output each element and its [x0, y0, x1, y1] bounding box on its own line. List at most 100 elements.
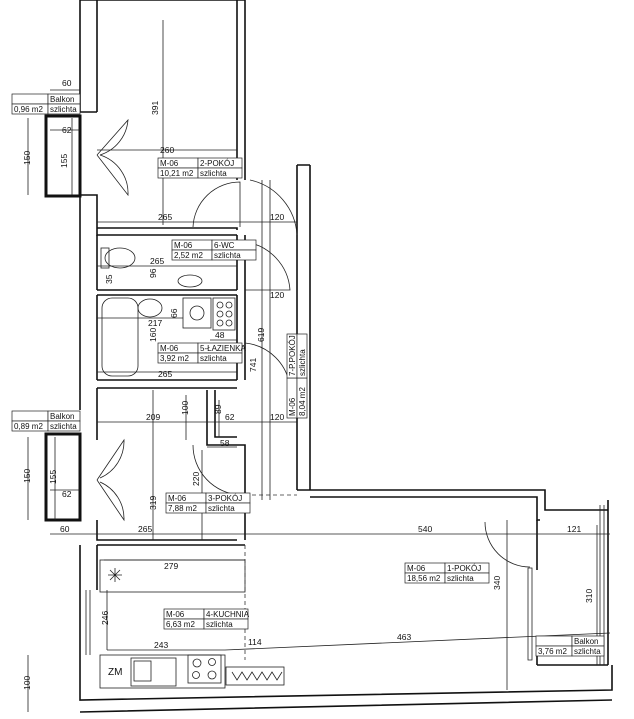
- dimension-label: 391: [150, 101, 160, 115]
- dimension-label: 463: [397, 632, 411, 642]
- room-label-code: M-06: [168, 494, 187, 503]
- room-label: M-06 5-ŁAZIENKA 3,92 m2 szlichta: [157, 342, 246, 364]
- doors: [96, 118, 531, 568]
- dimension-label: 741: [248, 358, 258, 372]
- dimension-label: 62: [62, 125, 72, 135]
- room-label-name: 6-WC: [214, 241, 235, 250]
- fixtures: [85, 247, 297, 689]
- room-label-code: M-06: [160, 344, 179, 353]
- room-label-area: 8,04 m2: [298, 387, 307, 416]
- washbasin-icon: [137, 298, 163, 318]
- cooktop-icon: [187, 654, 222, 684]
- room-label-area: 2,52 m2: [174, 251, 203, 260]
- room-label-name: 5-ŁAZIENKA: [200, 344, 246, 353]
- dimension-label: 260: [160, 145, 174, 155]
- dimension-label: 150: [22, 151, 32, 165]
- balcony-label-area: 0,89 m2: [14, 422, 43, 431]
- dimension-label: 310: [584, 589, 594, 603]
- dimension-label: 62: [62, 489, 72, 499]
- balcony-label-area: 3,76 m2: [538, 647, 567, 656]
- dimension-label: 540: [418, 524, 432, 534]
- boiler-icon: [182, 297, 212, 329]
- dimension-label: 96: [148, 268, 158, 278]
- dimension-label: 265: [158, 369, 172, 379]
- room-label-area: 7,88 m2: [168, 504, 197, 513]
- dimension-label: 265: [138, 524, 152, 534]
- electric-meter-label: ZM: [108, 667, 122, 678]
- room-label-finish: szlichta: [200, 169, 227, 178]
- room-label-name: 7-P.POKÓJ: [288, 335, 297, 376]
- dimension-label: 265: [158, 212, 172, 222]
- sink-icon: [177, 274, 203, 288]
- dimension-lines: [27, 20, 611, 712]
- room-label-name: 3-POKÓJ: [208, 494, 242, 503]
- balcony-label-name: Balkon: [574, 637, 598, 646]
- balcony-rail-1: [44, 114, 82, 198]
- room-label-code: M-06: [160, 159, 179, 168]
- room-label-finish: szlichta: [447, 574, 474, 583]
- room-label-name: 4-KUCHNIA: [206, 610, 250, 619]
- dimension-label: 217: [148, 318, 162, 328]
- kitchen-sink-icon: [130, 657, 177, 687]
- balcony-label-finish: szlichta: [50, 422, 77, 431]
- room-label-finish: szlichta: [298, 349, 307, 376]
- dimension-label: 60: [60, 524, 70, 534]
- balcony-label: Balkon 0,96 m2 szlichta: [11, 93, 81, 115]
- room-label-name: 2-POKÓJ: [200, 159, 234, 168]
- room-label-name: 1-POKÓJ: [447, 564, 481, 573]
- dimension-label: 48: [215, 330, 225, 340]
- balcony-rail-2: [44, 432, 82, 522]
- dimension-label: 619: [256, 328, 266, 342]
- dimension-label: 246: [100, 611, 110, 625]
- dimension-label: 100: [180, 401, 190, 415]
- balcony-label-area: 0,96 m2: [14, 105, 43, 114]
- toilet-icon: [104, 247, 136, 269]
- balcony-label-finish: szlichta: [50, 105, 77, 114]
- dimension-label: 265: [150, 256, 164, 266]
- dimension-label: 120: [270, 412, 284, 422]
- room-label-finish: szlichta: [206, 620, 233, 629]
- dimension-label: 209: [146, 412, 160, 422]
- dimension-label: 62: [225, 412, 235, 422]
- dimension-label: 220: [191, 472, 201, 486]
- balcony-label-name: Balkon: [50, 412, 74, 421]
- vent-icon: [108, 568, 122, 582]
- dimension-label: 319: [148, 496, 158, 510]
- room-label-area: 3,92 m2: [160, 354, 189, 363]
- room-label-area: 10,21 m2: [160, 169, 194, 178]
- room-label-finish: szlichta: [200, 354, 227, 363]
- stove-icon: [212, 297, 236, 331]
- room-label: M-06 1-POKÓJ 18,56 m2 szlichta: [404, 562, 490, 584]
- dimension-label: 120: [270, 290, 284, 300]
- room-label-code: M-06: [174, 241, 193, 250]
- dimension-label: 155: [59, 154, 69, 168]
- dimension-label: 155: [48, 470, 58, 484]
- bathtub-icon: [101, 297, 139, 377]
- dimension-label: 60: [62, 78, 72, 88]
- dimension-label: 114: [248, 637, 262, 647]
- room-label-area: 18,56 m2: [407, 574, 441, 583]
- balcony-label-name: Balkon: [50, 95, 74, 104]
- room-label: M-06 3-POKÓJ 7,88 m2 szlichta: [165, 492, 251, 514]
- room-label-finish: szlichta: [214, 251, 241, 260]
- dimension-label: 58: [220, 438, 230, 448]
- dimension-label: 243: [154, 640, 168, 650]
- dimension-label: 120: [270, 212, 284, 222]
- room-label-code: M-06: [288, 397, 297, 416]
- room-label-area: 6,63 m2: [166, 620, 195, 629]
- room-label-finish: szlichta: [208, 504, 235, 513]
- dimension-label: 66: [169, 308, 179, 318]
- dimension-label: 121: [567, 524, 581, 534]
- room-label: M-06 6-WC 2,52 m2 szlichta: [171, 239, 257, 261]
- dimension-label: 340: [492, 576, 502, 590]
- dimension-label: 35: [104, 274, 114, 284]
- room-label: M-06 2-POKÓJ 10,21 m2 szlichta: [157, 157, 243, 179]
- radiator-icon: [225, 666, 285, 686]
- dimension-label: 100: [22, 676, 32, 690]
- dimension-label: 160: [148, 328, 158, 342]
- room-label-code: M-06: [407, 564, 426, 573]
- room-label: M-06 7-P.POKÓJ 8,04 m2 szlichta: [286, 333, 308, 419]
